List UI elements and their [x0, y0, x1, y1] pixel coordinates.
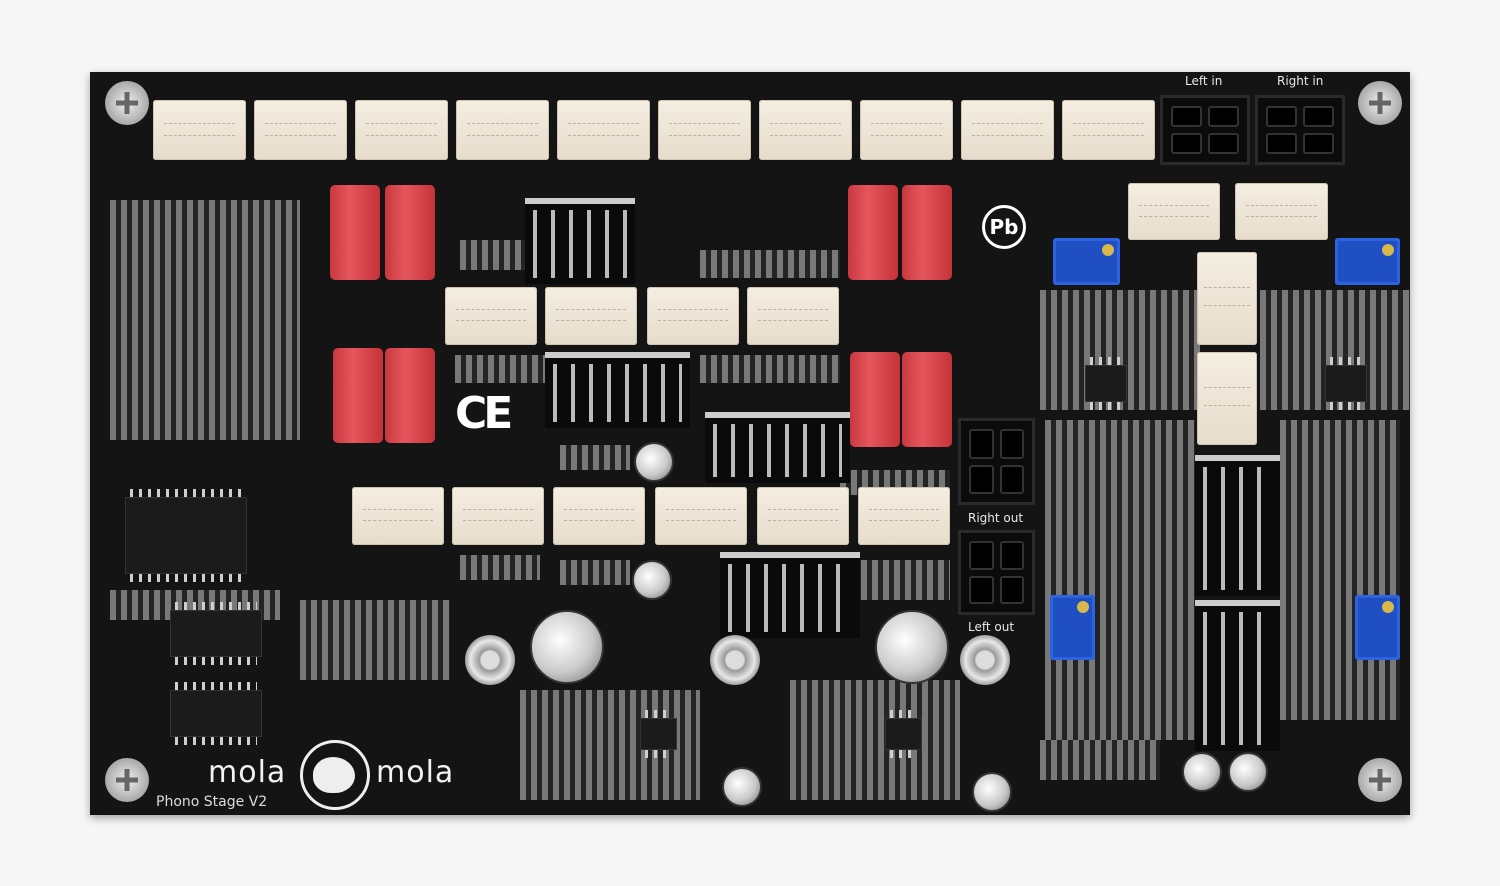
signal-relay	[445, 287, 537, 345]
smd-component-array	[560, 560, 630, 585]
electrolytic-capacitor	[722, 767, 762, 807]
signal-relay	[1235, 183, 1328, 240]
signal-relay	[545, 287, 637, 345]
power-connector	[958, 418, 1035, 505]
ic-chip	[885, 710, 922, 758]
lead-free-mark: Pb	[982, 205, 1026, 249]
film-capacitor	[902, 352, 952, 447]
signal-relay	[456, 100, 549, 160]
mounting-screw	[1358, 81, 1402, 125]
signal-relay	[961, 100, 1054, 160]
signal-relay	[860, 100, 953, 160]
power-connector	[958, 530, 1035, 615]
signal-relay	[1197, 252, 1257, 345]
ic-chip	[170, 602, 262, 665]
left-in-label: Left in	[1185, 74, 1223, 88]
ic-chip	[640, 710, 677, 758]
signal-relay	[557, 100, 650, 160]
trimmer-potentiometer	[1050, 595, 1095, 660]
smd-component-array	[1280, 420, 1400, 720]
voltage-regulator-array	[720, 552, 860, 638]
trimmer-potentiometer	[1335, 238, 1400, 285]
power-connector	[1160, 95, 1250, 165]
mounting-screw	[105, 81, 149, 125]
standoff	[960, 635, 1010, 685]
smd-component-array	[560, 445, 630, 470]
mounting-screw	[105, 758, 149, 802]
voltage-regulator-array	[545, 352, 690, 428]
voltage-regulator-array	[705, 412, 850, 483]
signal-relay	[1128, 183, 1220, 240]
electrolytic-capacitor	[875, 610, 949, 684]
smd-component-array	[1040, 290, 1200, 410]
standoff	[710, 635, 760, 685]
film-capacitor	[330, 185, 380, 280]
electrolytic-capacitor	[632, 560, 672, 600]
signal-relay	[1062, 100, 1155, 160]
right-in-label: Right in	[1277, 74, 1324, 88]
electrolytic-capacitor	[1228, 752, 1268, 792]
signal-relay	[757, 487, 849, 545]
mounting-screw	[1358, 758, 1402, 802]
ic-chip	[170, 682, 262, 745]
signal-relay	[647, 287, 739, 345]
film-capacitor	[385, 185, 435, 280]
voltage-regulator-array	[525, 198, 635, 284]
electrolytic-capacitor	[530, 610, 604, 684]
signal-relay	[153, 100, 246, 160]
board-subtitle: Phono Stage V2	[156, 794, 268, 810]
right-out-label: Right out	[968, 511, 1024, 525]
voltage-regulator-array	[1195, 455, 1280, 596]
logo-text-left: mola	[208, 755, 287, 790]
signal-relay	[658, 100, 751, 160]
power-connector	[1255, 95, 1345, 165]
signal-relay	[759, 100, 852, 160]
electrolytic-capacitor	[634, 442, 674, 482]
smd-component-array	[700, 355, 840, 383]
smd-component-array	[455, 355, 545, 383]
smd-component-array	[460, 555, 540, 580]
standoff	[465, 635, 515, 685]
smd-component-array	[300, 600, 450, 680]
film-capacitor	[385, 348, 435, 443]
electrolytic-capacitor	[972, 772, 1012, 812]
film-capacitor	[902, 185, 952, 280]
mola-fish-logo	[300, 740, 370, 810]
ic-chip	[1085, 357, 1127, 410]
signal-relay	[858, 487, 950, 545]
electrolytic-capacitor	[1182, 752, 1222, 792]
signal-relay	[747, 287, 839, 345]
signal-relay	[1197, 352, 1257, 445]
logo-text-right: mola	[376, 755, 455, 790]
signal-relay	[655, 487, 747, 545]
smd-component-array	[850, 560, 950, 600]
signal-relay	[254, 100, 347, 160]
film-capacitor	[848, 185, 898, 280]
trimmer-potentiometer	[1355, 595, 1400, 660]
smd-component-array	[790, 680, 960, 800]
film-capacitor	[850, 352, 900, 447]
smd-component-array	[1045, 420, 1195, 740]
signal-relay	[352, 487, 444, 545]
voltage-regulator-array	[1195, 600, 1280, 751]
smd-component-array	[110, 200, 300, 440]
trimmer-potentiometer	[1053, 238, 1120, 285]
signal-relay	[553, 487, 645, 545]
left-out-label: Left out	[968, 620, 1015, 634]
signal-relay	[452, 487, 544, 545]
ic-chip	[1325, 357, 1367, 410]
ic-chip	[125, 489, 247, 582]
smd-component-array	[1040, 740, 1160, 780]
ce-mark: CE	[455, 388, 513, 439]
smd-component-array	[700, 250, 840, 278]
film-capacitor	[333, 348, 383, 443]
signal-relay	[355, 100, 448, 160]
